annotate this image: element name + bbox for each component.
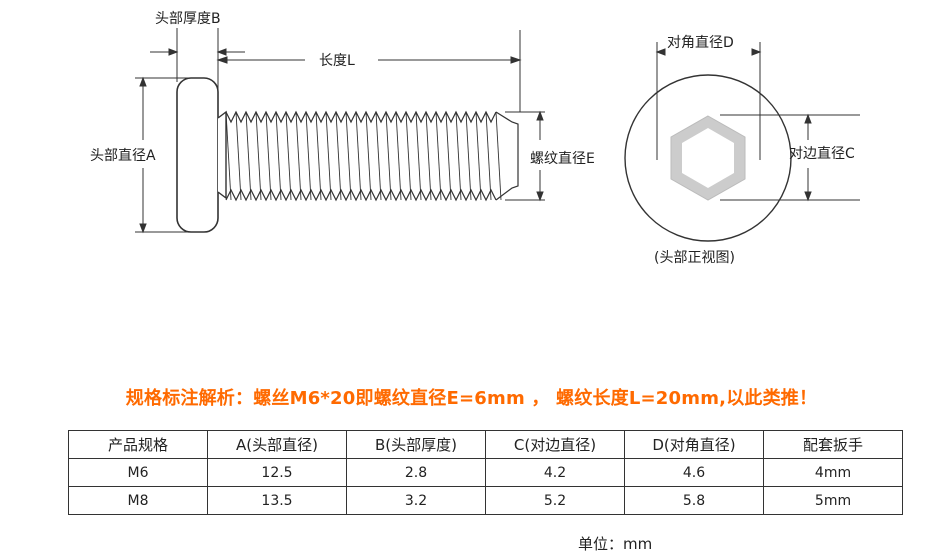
table-cell: 5.2 (485, 486, 625, 515)
table-cell: 4.2 (485, 458, 625, 487)
diagonal-diameter-label: 对角直径D (667, 34, 734, 51)
table-header-row: 产品规格 A(头部直径) B(头部厚度) C(对边直径) D(对角直径) 配套扳… (68, 430, 903, 459)
header-cell: 产品规格 (68, 430, 208, 459)
length-dimension (216, 30, 522, 112)
table-cell: 5mm (763, 486, 903, 515)
table-cell: 4mm (763, 458, 903, 487)
table-cell: 5.8 (624, 486, 764, 515)
table-cell: 4.6 (624, 458, 764, 487)
spec-table: 产品规格 A(头部直径) B(头部厚度) C(对边直径) D(对角直径) 配套扳… (68, 430, 903, 515)
thread-diameter-label: 螺纹直径E (530, 150, 595, 167)
unit-label: 单位：mm (578, 535, 653, 553)
screw-head (176, 77, 219, 233)
screw-diagram: 头部厚度B 长度L 头部直径A 螺纹直径E (90, 11, 860, 266)
spec-note: 规格标注解析：螺丝M6*20即螺纹直径E=6mm ， 螺纹长度L=20mm,以此… (125, 388, 818, 409)
table-cell: 13.5 (207, 486, 347, 515)
head-diameter-label: 头部直径A (90, 147, 156, 164)
table-cell: 12.5 (207, 458, 347, 487)
diagonal-diameter-dimension (655, 42, 762, 160)
header-cell: 配套扳手 (763, 430, 903, 459)
table-cell: 2.8 (346, 458, 486, 487)
screw-thread (225, 110, 519, 202)
table-row: M8 13.5 3.2 5.2 5.8 5mm (68, 486, 903, 515)
flat-diameter-dimension (720, 113, 860, 202)
table-cell: M6 (68, 458, 208, 487)
header-cell: B(头部厚度) (346, 430, 486, 459)
front-view-caption: (头部正视图) (654, 250, 735, 266)
table-cell: M8 (68, 486, 208, 515)
table-row: M6 12.5 2.8 4.2 4.6 4mm (68, 458, 903, 487)
thread-diameter-dimension (505, 110, 545, 202)
head-diameter-dimension (135, 76, 195, 234)
header-cell: A(头部直径) (207, 430, 347, 459)
screw-neck (217, 110, 227, 200)
table-cell: 3.2 (346, 486, 486, 515)
header-cell: C(对边直径) (485, 430, 625, 459)
hex-socket-inner (682, 128, 734, 188)
head-thickness-label: 头部厚度B (155, 11, 221, 27)
length-label: 长度L (319, 53, 355, 69)
header-cell: D(对角直径) (624, 430, 764, 459)
flat-diameter-label: 对边直径C (789, 145, 855, 162)
